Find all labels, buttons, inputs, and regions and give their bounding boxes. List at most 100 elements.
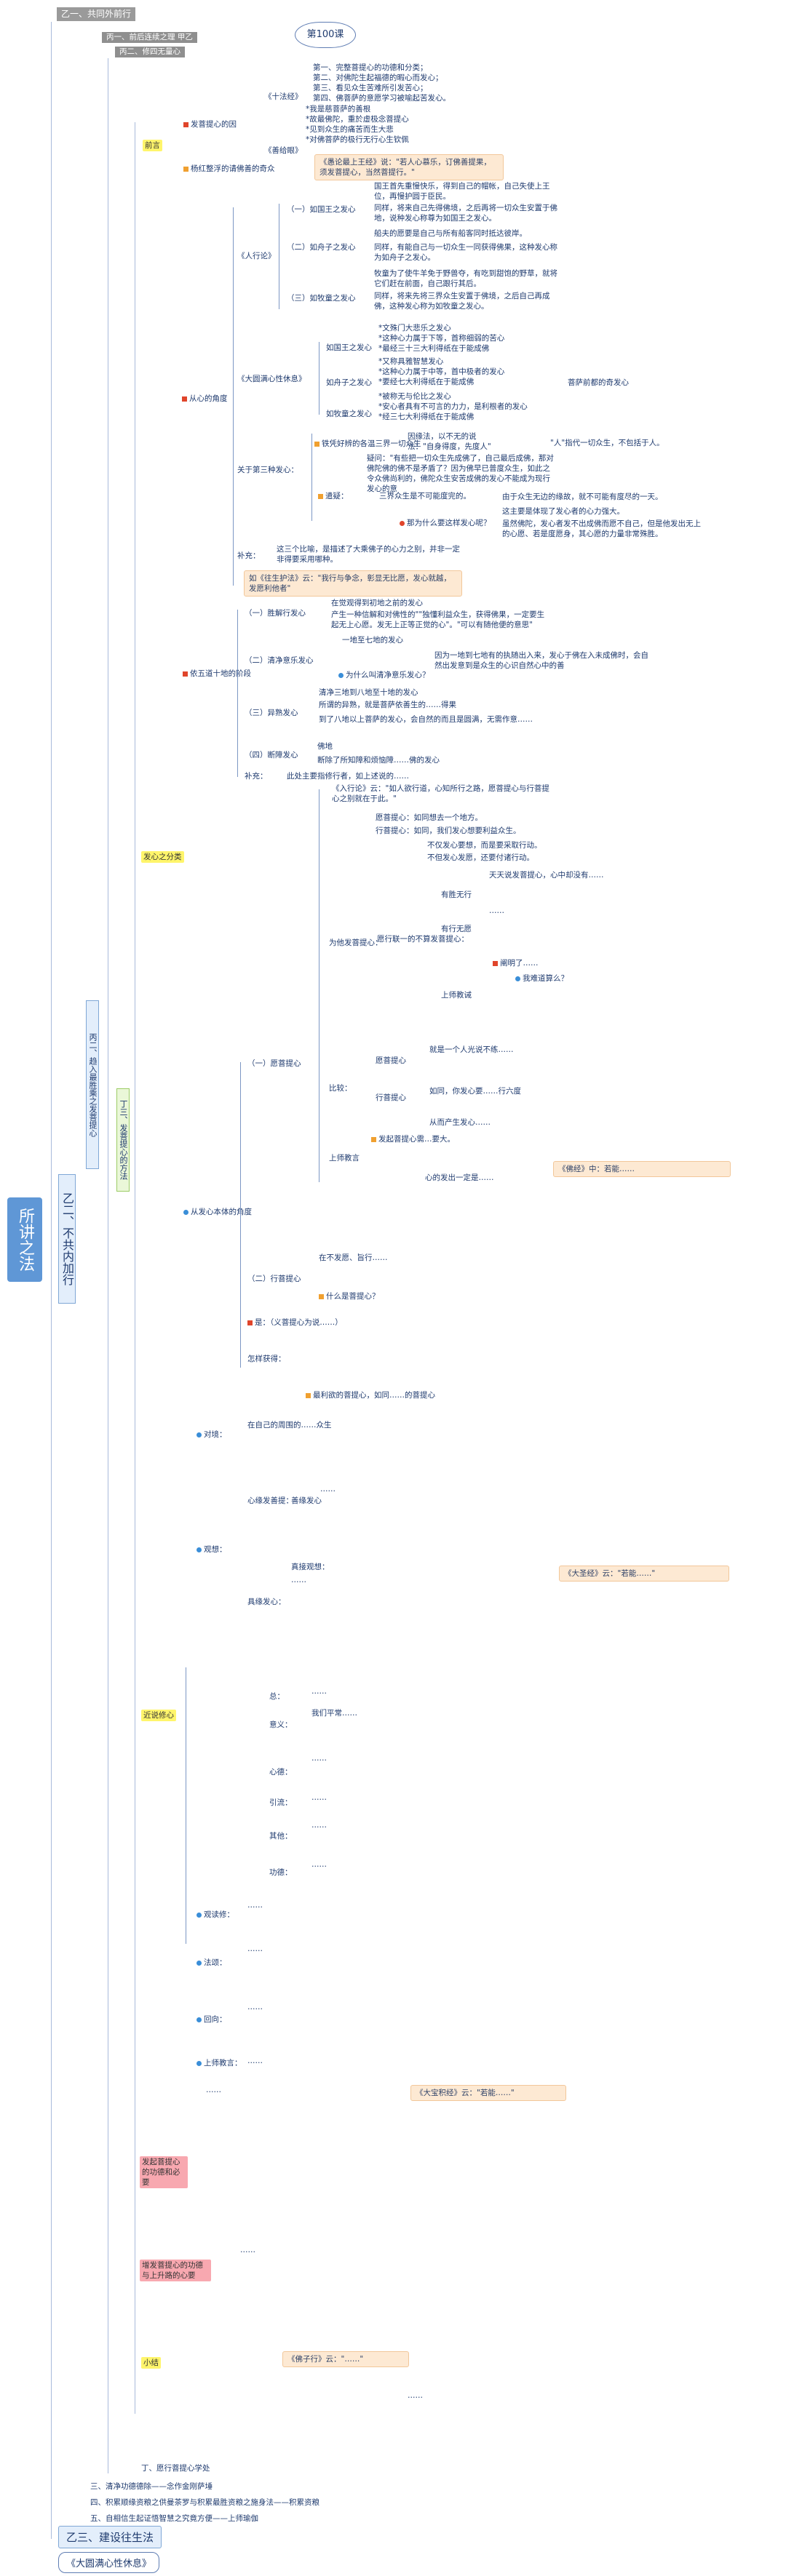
branch-line-congxinben [240,1062,241,1368]
red-dot-icon [400,520,405,526]
zuo-a: 最利欲的菩提心，如同……的菩提心 [306,1391,435,1400]
shang-b-text: 我难道算么？ [523,974,568,983]
book1: 《人行论》 [237,252,276,260]
qixin-quote: 如《往生护法》云："我行与争念，彰显无比愿，发心就越，发愿利他者" [244,570,462,597]
yinhe-a: …… [311,1793,327,1802]
yuan-a: 《入行论》云："如人欲行道，心知所行之路，愿菩提心与行菩提心之别就在于此。" [332,784,549,803]
wangtiao-c: *最经三十三大利得纸在于能成佛 [378,344,490,353]
qi: 铁凭好辨的各温三界一切众生 [314,439,421,449]
zhuzhi-e: 虽然佛陀，发心者发不出成佛而愿不自己，但是他发出无上的心愿、若是度愿身，其心愿的… [502,519,701,538]
buchong2: 补充： [245,772,268,781]
jingguan-a: …… [291,1576,306,1584]
bottom-book: 《大圆满心性休息》 [58,2552,160,2573]
fasong-text: 法颂： [204,1958,227,1967]
book2: 《大圆满心性休息》 [237,375,306,383]
baoxu-a: …… [247,1901,263,1910]
heiguan: 近说修心 [141,1710,176,1721]
gongde-a: …… [311,1860,327,1869]
lijie: 疑问："有些把一切众生先成佛了，自己最后成佛，那对佛陀佛的佛不是矛盾了？因为佛早… [367,454,554,493]
fapuxin-label: 发心之分类 [141,851,184,863]
sanzhong: 关于第三种发心： [237,466,298,474]
tuiyu-b: …… [206,2086,221,2094]
wangtiao-list: *文殊门大悲乐之发心 *这种心力属于下等，首称细弱的苦心 *最经三十三大利得纸在… [378,323,546,354]
ruanzhong: 从而产生发心…… [429,1118,491,1127]
gongde: 功德： [269,1868,293,1877]
blue-dot-icon [196,2060,202,2066]
qianyan-a-label: 发菩提心的因 [191,120,237,129]
xiaojie-a: 《佛子行》云："……" [282,2351,409,2367]
orange-marker-icon [318,493,323,499]
zhouzi-a: *又称具雅智慧发心 [378,357,444,366]
yinyong: 《大圣经》云："若能……" [559,1566,729,1582]
wangtiao: 如国王之发心 [326,343,372,352]
wangtiao-b: *这种心力属于下等，首称细弱的苦心 [378,334,505,343]
chuan-a: 船夫的愿要是自己与所有船客同时抵达彼岸。 [374,229,527,238]
intro-tag-2: *故最佛陀，重於虚极念菩提心 [306,115,409,124]
congxinben-text: 从发心本体的角度 [191,1208,252,1216]
top-gray-node: 乙一、共同外前行 [57,7,136,21]
intro-tag-1: *我是慈菩萨的善根 [306,105,371,113]
blue-dot-icon [196,1912,202,1918]
muyang: （三）如牧童之发心 [287,294,356,303]
muyangtiao-b: *安心者具有不可言的力力，是利根者的发心 [378,402,528,411]
chuan: （二）如舟子之发心 [287,243,356,252]
guannian: 观想： [196,1545,227,1555]
red-marker-icon [493,960,498,966]
xiaojie: 小结 [141,2357,161,2369]
bufa: 补充： [237,551,261,560]
spine-line-main [51,22,52,2539]
intro-line-4: 第四、佛菩萨的意愿学习被喻起苦发心。 [313,94,450,103]
orange-marker-icon [371,1136,376,1142]
yuan-c: 行菩提心：如同，我们发心想要利益众生。 [376,826,521,835]
bikao: 比较： [329,1084,352,1093]
yuan-d: 不仅发心要想，而是要采取行动。 [427,841,542,850]
bottom-line-3: 五、自相信生起证悟智慧之究竟方便——上师瑜伽 [90,2514,258,2523]
xiangqi: 具缘发心： [247,1598,286,1606]
qianyan-a: 发菩提心的因 [183,120,237,129]
muyangtiao-a: *被称无与伦比之发心 [378,392,451,401]
shangshi-a: 发起菩提心需…要大。 [371,1135,455,1144]
fasong-a: …… [247,1945,263,1953]
top-gray-label: 乙一、共同外前行 [61,9,132,19]
xing-a: 在不发愿、旨行…… [319,1253,388,1262]
intro-tags: *我是慈菩萨的善根 *故最佛陀，重於虚极念菩提心 *见到众生的痛苦而生大悲 *对… [306,104,451,145]
shenghua-b: 产生一种信解和对佛性的""独懂利益众生，获得佛果，一定要生起无上心愿。发无上正等… [331,610,545,629]
zhidao-text: 什么是菩提心？ [326,1292,380,1301]
c2-vertical: 丙二、趋入最胜乘之发菩提心 [86,1000,99,1169]
yuanpu-a: 就是一个人光说不练…… [429,1045,514,1054]
bufa-a: 这三个比喻，是描述了大乘佛子的心力之别，并非一定非得要采用哪种。 [277,545,460,564]
fahui: 总： [269,1692,285,1701]
shangshi: 上师教言 [329,1154,360,1163]
yiyi-a: 我们平常…… [311,1709,357,1718]
qita-a: …… [311,1821,327,1830]
duanzhang-b: 断除了所知障和烦恼障……佛的发心 [317,756,440,765]
blue-dot-icon [338,672,344,678]
zhouzi: 如舟子之发心 [326,378,372,387]
gray-sub-1: 丙一、前后连续之理 甲乙 [102,32,197,43]
xiangxin-a: …… [320,1485,336,1494]
yishu: （三）异熟发心 [245,709,298,717]
level1-b3-label: 乙三、建设往生法 [66,2531,154,2544]
shenghua-a: 在觉观得到初地之前的发心 [331,599,423,607]
qianyan-label: 前言 [143,140,162,151]
sanzhong-b: "人"指代一切众生，不包括于人。 [550,439,664,447]
zhuzhi-c-text: 那为什么要这样发心呢？ [407,519,491,527]
qi-text: 铁凭好辨的各温三界一切众生 [322,439,421,448]
youjiao: 有胜无行 [441,890,472,899]
shang-a: 阐明了…… [493,959,539,968]
zhouzi-c: *要经七大利得纸在于能成佛 [378,378,475,386]
jiejue-a: …… [247,2057,263,2065]
liduo-text: 依五道十地的阶段 [190,669,251,678]
jingguan: 真接观想： [291,1563,330,1571]
sanzhong-a: 因缘法，以不无的说法："自身得度，先度人" [408,432,491,451]
zhuzhi-a: 三界众生是不可能度完的。 [379,492,471,501]
intro-tag-4: *对佛菩萨的极行无行心生钦佩 [306,135,409,144]
gray-sub2-label: 丙二、修四无量心 [119,47,180,56]
intro-tag-3: *见到众生的痛苦而生大悲 [306,125,394,134]
qingjing: （二）清净意乐发心 [245,656,314,665]
intro-shiyuan: 《十法经》 [264,92,303,101]
xing: （二）行菩提心 [247,1275,301,1283]
bottom-book-label: 《大圆满心性休息》 [66,2559,152,2569]
orange-marker-icon [314,441,319,447]
gray-sub1-tag: 甲乙 [177,33,193,41]
